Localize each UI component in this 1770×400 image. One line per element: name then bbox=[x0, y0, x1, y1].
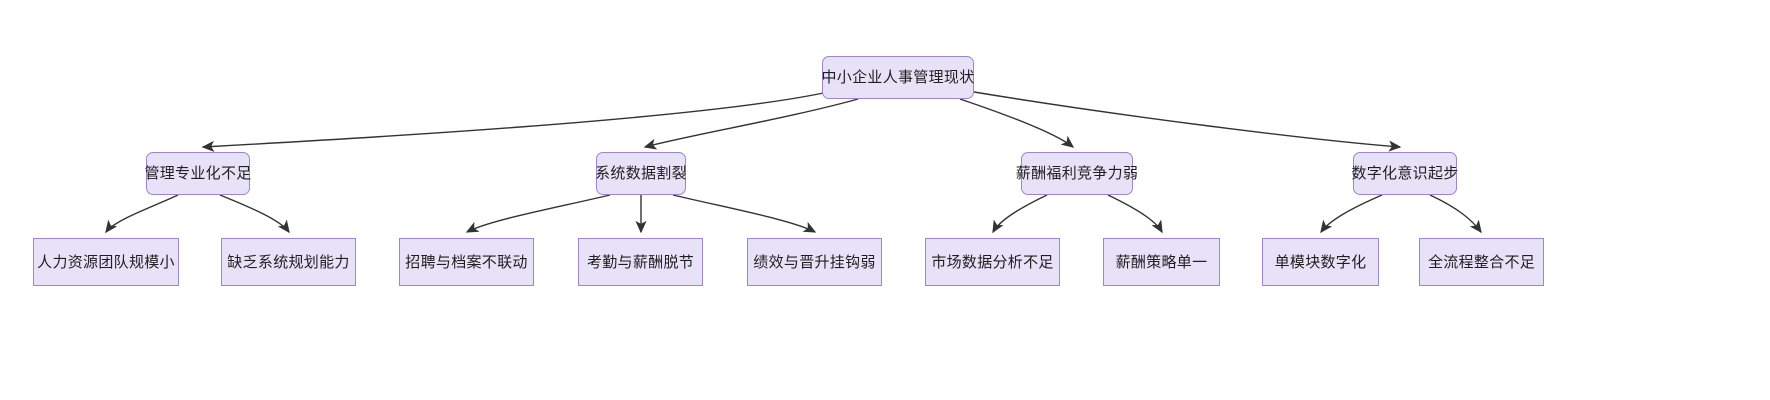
node-label: 薪酬策略单一 bbox=[1115, 253, 1208, 271]
node-leaf-b1c2[interactable]: 缺乏系统规划能力 bbox=[221, 238, 356, 286]
node-label: 数字化意识起步 bbox=[1351, 165, 1459, 182]
edge-b3-to-b3c2 bbox=[1107, 194, 1163, 234]
node-leaf-b3c2[interactable]: 薪酬策略单一 bbox=[1103, 238, 1220, 286]
edge-b3-to-b3c1 bbox=[992, 194, 1048, 234]
node-label: 人力资源团队规模小 bbox=[37, 253, 175, 271]
node-branch-b3[interactable]: 薪酬福利竞争力弱 bbox=[1016, 152, 1138, 195]
node-leaf-b4c1[interactable]: 单模块数字化 bbox=[1262, 238, 1379, 286]
node-branch-b4[interactable]: 数字化意识起步 bbox=[1351, 152, 1458, 195]
node-leaf-b2c2[interactable]: 考勤与薪酬脱节 bbox=[578, 238, 703, 286]
node-label: 绩效与晋升挂钩弱 bbox=[753, 253, 876, 271]
edge-b1-to-b1c1 bbox=[105, 194, 179, 234]
node-leaf-b2c1[interactable]: 招聘与档案不联动 bbox=[399, 238, 534, 286]
node-label: 考勤与薪酬脱节 bbox=[586, 253, 695, 271]
edge-b4-to-b4c2 bbox=[1429, 194, 1482, 234]
node-branch-b2[interactable]: 系统数据割裂 bbox=[595, 152, 687, 195]
node-root-label: 中小企业人事管理现状 bbox=[821, 69, 975, 86]
node-label: 缺乏系统规划能力 bbox=[227, 253, 350, 271]
edge-b4-to-b4c1 bbox=[1320, 194, 1383, 234]
edge-root-to-b2 bbox=[643, 98, 859, 150]
node-branch-b1[interactable]: 管理专业化不足 bbox=[144, 152, 251, 195]
node-label: 系统数据割裂 bbox=[595, 165, 687, 182]
node-label: 市场数据分析不足 bbox=[931, 253, 1054, 271]
edge-root-to-b4 bbox=[973, 91, 1402, 152]
node-leaf-b4c2[interactable]: 全流程整合不足 bbox=[1419, 238, 1544, 286]
edge-root-to-b3 bbox=[959, 98, 1075, 148]
node-label: 管理专业化不足 bbox=[144, 165, 252, 182]
edge-b2-to-b2c1 bbox=[465, 194, 611, 233]
edge-b2-to-b2c3 bbox=[672, 194, 817, 233]
node-leaf-b2c3[interactable]: 绩效与晋升挂钩弱 bbox=[747, 238, 882, 286]
node-label: 单模块数字化 bbox=[1274, 253, 1367, 271]
node-label: 薪酬福利竞争力弱 bbox=[1015, 165, 1139, 182]
node-label: 全流程整合不足 bbox=[1427, 253, 1536, 271]
node-leaf-b3c1[interactable]: 市场数据分析不足 bbox=[925, 238, 1060, 286]
edge-root-to-b1 bbox=[201, 91, 829, 152]
node-leaf-b1c1[interactable]: 人力资源团队规模小 bbox=[33, 238, 179, 286]
edge-b1-to-b1c2 bbox=[219, 194, 290, 234]
node-label: 招聘与档案不联动 bbox=[405, 253, 528, 271]
node-root[interactable]: 中小企业人事管理现状 bbox=[822, 56, 974, 99]
